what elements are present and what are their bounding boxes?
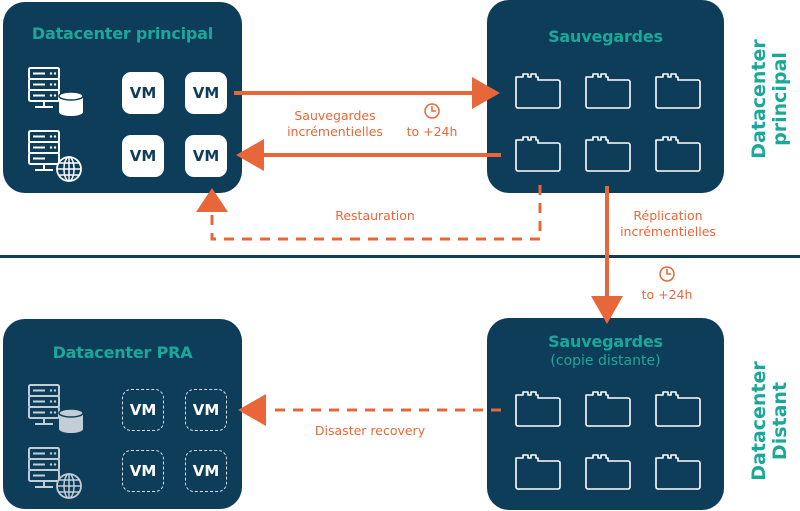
backups-panel: Sauvegardes <box>487 0 724 193</box>
folder-icon <box>585 391 631 427</box>
restore-label: Restauration <box>335 208 415 223</box>
vm-placeholder-tile: VM <box>122 450 164 492</box>
clock-icon <box>659 266 675 282</box>
disaster-recovery-label: Disaster recovery <box>314 423 426 438</box>
return-arrowhead <box>236 139 264 171</box>
label-line: Sauvegardes <box>294 108 376 123</box>
datacenter-pra-panel: Datacenter PRA VM VM VM VM <box>3 319 242 509</box>
datacenter-principal-panel: Datacenter principal VM VM VM VM <box>3 2 242 193</box>
folder-icon <box>585 136 631 172</box>
vm-tile: VM <box>185 72 227 114</box>
panel-subtitle: (copie distante) <box>550 353 661 369</box>
folder-icon <box>655 391 701 427</box>
restore-arrowhead <box>196 188 228 212</box>
folder-icon <box>515 73 561 109</box>
label-line: incrémentielles <box>287 124 383 139</box>
panel-title: Datacenter PRA <box>52 343 193 362</box>
panel-title: Sauvegardes <box>548 332 663 351</box>
panel-title: Sauvegardes <box>548 27 663 46</box>
folder-icon <box>585 454 631 490</box>
folder-icon <box>655 73 701 109</box>
clock-icon <box>424 103 440 119</box>
replication-schedule: to +24h <box>641 287 693 302</box>
vm-placeholder-tile: VM <box>185 450 227 492</box>
backup-arrowhead <box>472 77 500 109</box>
zone-separator <box>0 255 800 258</box>
folder-icon <box>515 454 561 490</box>
replication-arrowhead <box>591 296 623 324</box>
restore-dashed-line <box>210 185 542 241</box>
folder-icon <box>585 73 631 109</box>
panel-title: Datacenter principal <box>31 24 214 43</box>
vm-placeholder-tile: VM <box>122 389 164 431</box>
server-globe-icon <box>28 130 82 182</box>
label-line: Réplication <box>633 208 703 223</box>
folder-icon <box>515 136 561 172</box>
remote-backups-panel: Sauvegardes (copie distante) <box>487 318 724 510</box>
disaster-arrowhead <box>238 394 266 426</box>
server-globe-icon <box>28 447 82 499</box>
label-line: incrémentielles <box>620 224 716 239</box>
vm-tile: VM <box>185 135 227 177</box>
folder-icon <box>655 454 701 490</box>
replication-label: Réplication incrémentielles <box>608 208 728 240</box>
folder-icon <box>515 391 561 427</box>
backup-schedule: to +24h <box>406 124 458 139</box>
vm-placeholder-tile: VM <box>185 389 227 431</box>
vm-tile: VM <box>122 72 164 114</box>
backup-label: Sauvegardes incrémentielles <box>270 108 400 140</box>
folder-icon <box>655 136 701 172</box>
vm-tile: VM <box>122 135 164 177</box>
server-database-icon <box>28 67 84 116</box>
server-database-icon <box>28 384 84 433</box>
